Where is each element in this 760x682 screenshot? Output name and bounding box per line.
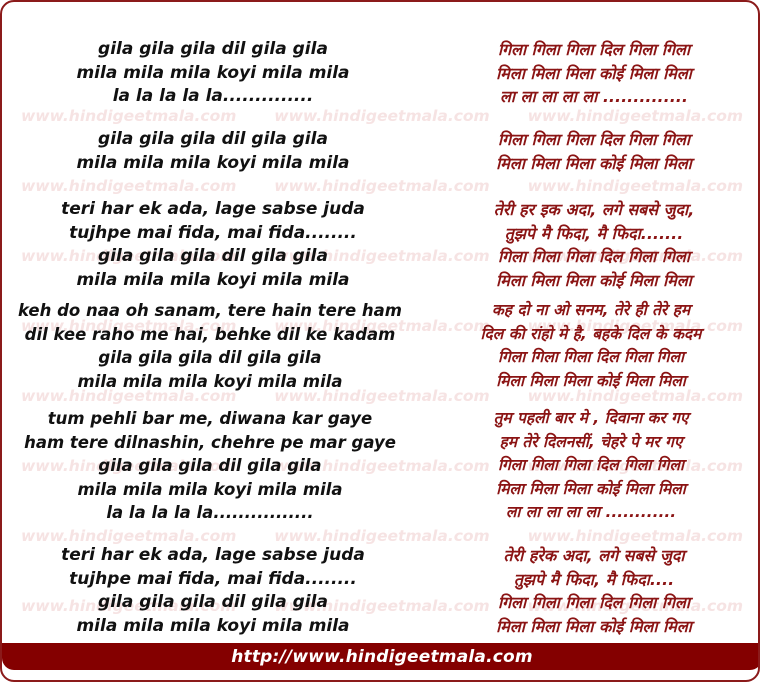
stanza-roman-column: teri har ek ada, lage sabse juda tujhpe m… — [2, 198, 432, 292]
lyric-line-devanagari: मिला मिला मिला कोई मिला मिला — [496, 153, 692, 173]
lyric-line-roman: la la la la la................ — [106, 503, 314, 522]
lyric-line-devanagari: हम तेरे दिलनसीं, चेहरे पे मर गए — [499, 432, 683, 451]
lyric-line-roman: mila mila mila koyi mila mila — [76, 615, 350, 636]
lyric-line-devanagari: मिला मिला मिला कोई मिला मिला — [496, 371, 686, 390]
lyrics-stanza: gila gila gila dil gila gila mila mila mi… — [2, 128, 758, 175]
lyric-line-roman: tum pehli bar me, diwana kar gaye — [47, 409, 373, 428]
stanza-devanagari-column: तेरी हरेक अदा, लगे सबसे जुदा तुझपे मै फिद… — [432, 544, 758, 638]
lyric-line-devanagari: गिला गिला गिला दिल गिला गिला — [497, 456, 685, 474]
stanza-devanagari-column: गिला गिला गिला दिल गिला गिला मिला मिला मि… — [432, 128, 758, 175]
lyrics-body: gila gila gila dil gila gila mila mila mi… — [2, 2, 758, 646]
lyric-line-devanagari: मिला मिला मिला कोई मिला मिला — [496, 63, 692, 83]
lyrics-stanza: gila gila gila dil gila gila mila mila mi… — [2, 38, 758, 109]
lyric-line-roman: tujhpe mai fida, mai fida........ — [69, 222, 357, 243]
stanza-devanagari-column: तुम पहली बार मे , दिवाना कर गए हम तेरे दि… — [426, 407, 758, 525]
lyric-line-roman: gila gila gila dil gila gila — [98, 246, 328, 266]
lyric-line-roman: keh do naa oh sanam, tere hain tere ham — [18, 301, 402, 320]
stanza-roman-column: teri har ek ada, lage sabse juda tujhpe m… — [2, 544, 432, 638]
lyric-line-roman: mila mila mila koyi mila mila — [77, 371, 343, 391]
stanza-roman-column: gila gila gila dil gila gila mila mila mi… — [2, 38, 432, 109]
lyric-line-devanagari: ला ला ला ला ला ............ — [505, 503, 677, 521]
lyric-line-devanagari: तुम पहली बार मे , दिवाना कर गए — [493, 409, 689, 427]
lyric-line-devanagari: मिला मिला मिला कोई मिला मिला — [496, 616, 692, 636]
lyric-line-devanagari: गिला गिला गिला दिल गिला गिला — [497, 130, 691, 149]
lyric-line-roman: gila gila gila dil gila gila — [98, 129, 328, 149]
stanza-roman-column: gila gila gila dil gila gila mila mila mi… — [2, 128, 432, 175]
lyric-line-devanagari: मिला मिला मिला कोई मिला मिला — [496, 479, 686, 498]
lyric-line-roman: la la la la la.............. — [112, 86, 314, 106]
lyric-line-roman: dil kee raho me hai, behke dil ke kadam — [24, 324, 396, 344]
lyric-line-devanagari: तुझपे मै फिदा, मै फिदा....... — [504, 223, 684, 243]
lyric-line-devanagari: ला ला ला ला ला .............. — [500, 87, 688, 106]
stanza-devanagari-column: कह दो ना ओ सनम, तेरे ही तेरे हम दिल की रा… — [426, 299, 758, 393]
lyric-line-roman: gila gila gila dil gila gila — [98, 39, 328, 59]
stanza-devanagari-column: तेरी हर इक अदा, लगे सबसे जुदा, तुझपे मै फ… — [432, 198, 758, 292]
stanza-devanagari-column: गिला गिला गिला दिल गिला गिला मिला मिला मि… — [432, 38, 758, 109]
lyric-line-devanagari: तुझपे मै फिदा, मै फिदा.... — [513, 569, 675, 589]
lyrics-stanza: teri har ek ada, lage sabse juda tujhpe m… — [2, 544, 758, 638]
lyric-line-roman: mila mila mila koyi mila mila — [76, 269, 350, 290]
lyric-line-roman: gila gila gila dil gila gila — [98, 348, 322, 367]
lyric-line-devanagari: तेरी हर इक अदा, लगे सबसे जुदा, — [493, 200, 695, 219]
lyric-line-roman: ham tere dilnashin, chehre pe mar gaye — [24, 432, 396, 452]
stanza-roman-column: keh do naa oh sanam, tere hain tere ham d… — [2, 299, 426, 393]
lyric-line-devanagari: मिला मिला मिला कोई मिला मिला — [496, 270, 692, 290]
lyric-line-devanagari: गिला गिला गिला दिल गिला गिला — [497, 247, 691, 266]
lyric-line-roman: mila mila mila koyi mila mila — [76, 152, 350, 173]
lyric-line-roman: gila gila gila dil gila gila — [98, 456, 322, 475]
lyrics-stanza: tum pehli bar me, diwana kar gaye ham ter… — [2, 407, 758, 525]
footer-bar: http://www.hindigeetmala.com — [2, 643, 758, 670]
lyric-line-roman: mila mila mila koyi mila mila — [76, 62, 350, 83]
lyric-line-roman: teri har ek ada, lage sabse juda — [61, 199, 365, 219]
lyric-line-roman: mila mila mila koyi mila mila — [77, 479, 343, 499]
lyric-line-roman: tujhpe mai fida, mai fida........ — [69, 568, 357, 589]
lyrics-stanza: teri har ek ada, lage sabse juda tujhpe m… — [2, 198, 758, 292]
lyric-line-devanagari: गिला गिला गिला दिल गिला गिला — [497, 593, 691, 612]
lyrics-stanza: keh do naa oh sanam, tere hain tere ham d… — [2, 299, 758, 393]
lyric-line-devanagari: कह दो ना ओ सनम, तेरे ही तेरे हम — [491, 301, 691, 319]
stanza-roman-column: tum pehli bar me, diwana kar gaye ham ter… — [2, 407, 426, 525]
lyric-line-roman: teri har ek ada, lage sabse juda — [61, 545, 365, 565]
lyric-line-devanagari: गिला गिला गिला दिल गिला गिला — [497, 40, 691, 59]
lyric-line-devanagari: गिला गिला गिला दिल गिला गिला — [497, 348, 685, 366]
lyric-line-devanagari: तेरी हरेक अदा, लगे सबसे जुदा — [503, 546, 685, 565]
footer-url[interactable]: http://www.hindigeetmala.com — [231, 646, 533, 667]
lyric-line-roman: gila gila gila dil gila gila — [98, 592, 328, 612]
lyric-line-devanagari: दिल की रांहो मे है, बहके दिल के कदम — [480, 324, 702, 343]
